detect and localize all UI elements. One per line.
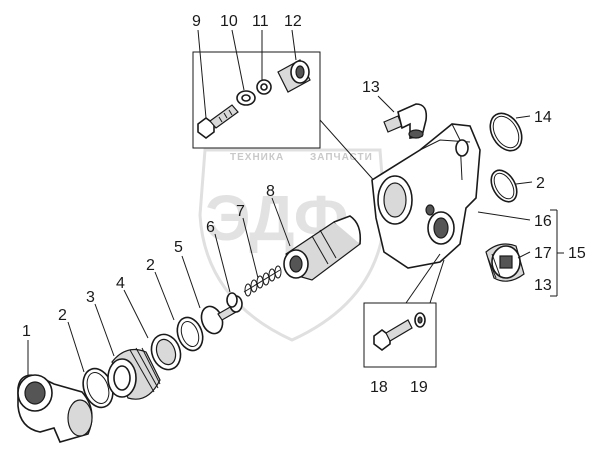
callout-6: 6	[206, 219, 215, 236]
part-13-elbow-fitting	[383, 103, 428, 139]
part-7-spring	[243, 265, 282, 297]
part-8-plunger	[283, 215, 362, 281]
callout-5: 5	[174, 239, 183, 256]
callout-14: 14	[534, 109, 552, 126]
part-4-ring	[150, 333, 182, 371]
part-10-washer	[236, 90, 256, 106]
callouts: 1 2 3 4 2 5 6 7 8 9 10 11 12 13 14 2 16 …	[22, 13, 586, 396]
part-16-housing	[371, 123, 481, 269]
callout-11: 11	[252, 13, 269, 30]
callout-3: 3	[86, 289, 95, 306]
callout-2-right: 2	[536, 175, 545, 192]
callout-15: 15	[568, 245, 586, 262]
part-2-o-ring-right	[490, 169, 518, 203]
callout-7: 7	[236, 203, 245, 220]
bolt-kit-frame	[192, 51, 379, 186]
part-17-plug	[485, 243, 525, 282]
callout-8: 8	[266, 183, 275, 200]
part-2-o-ring-center	[176, 316, 204, 352]
part-19-washer	[414, 312, 426, 328]
kit-frame-leader	[319, 119, 379, 186]
callout-19: 19	[410, 379, 428, 396]
part-11-ring	[256, 79, 272, 95]
callout-10: 10	[220, 13, 238, 30]
kit-frame-box	[192, 51, 321, 149]
watermark-top-text: ТЕХНИКА	[230, 152, 284, 163]
callout-12: 12	[284, 13, 302, 30]
leader-lines	[27, 29, 564, 376]
callout-17: 17	[534, 245, 552, 262]
callout-2-left: 2	[58, 307, 67, 324]
callout-13-bottom: 13	[534, 277, 552, 294]
part-6-disc	[226, 292, 238, 308]
part-18-bolt	[373, 319, 413, 351]
callout-9: 9	[192, 13, 201, 30]
callout-18: 18	[370, 379, 388, 396]
callout-4: 4	[116, 275, 125, 292]
part-3-bushing	[107, 347, 161, 400]
callout-13-top: 13	[362, 79, 380, 96]
watermark-top-text-2: ЗАПЧАСТИ	[310, 152, 373, 163]
callout-1: 1	[22, 323, 31, 340]
part-9-bolt	[197, 104, 239, 139]
watermark-shield	[198, 148, 387, 342]
lower-kit-frame	[363, 253, 445, 368]
callout-16: 16	[534, 213, 552, 230]
callout-2-center: 2	[146, 257, 155, 274]
part-1-elbow	[17, 374, 93, 443]
part-5-valve	[200, 295, 243, 335]
part-14-o-ring	[489, 112, 523, 152]
part-12-sleeve	[277, 59, 311, 93]
